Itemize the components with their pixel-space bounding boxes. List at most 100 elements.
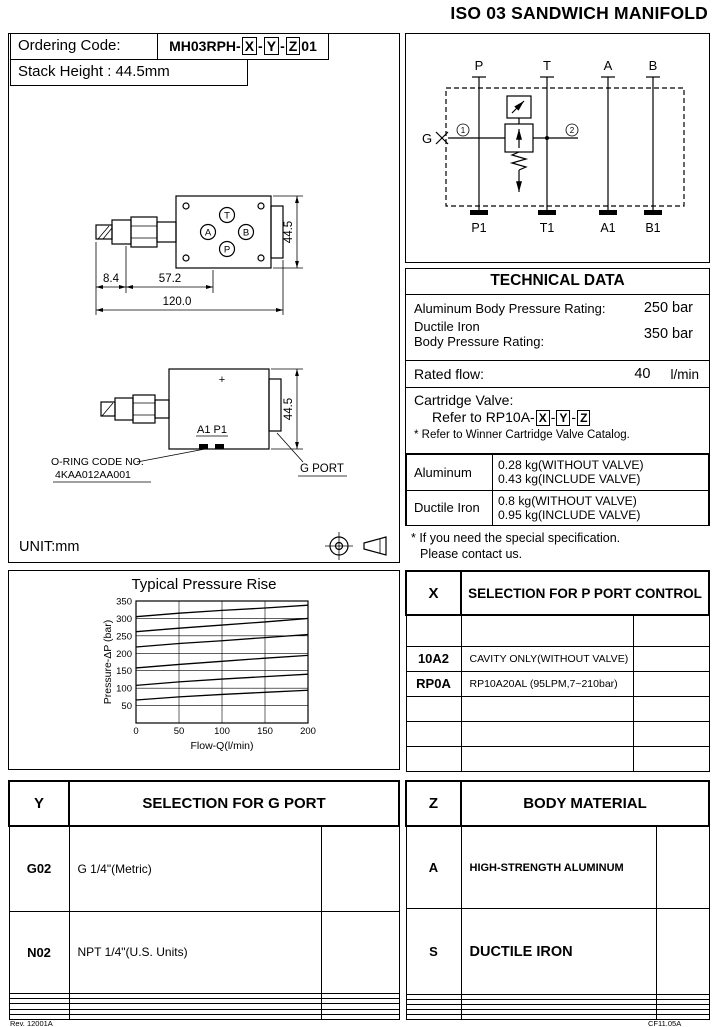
svg-text:150: 150: [257, 726, 273, 737]
port-label-p: P: [224, 245, 230, 256]
weight-value: 0.95 kg(INCLUDE VALVE): [498, 507, 641, 522]
option-code-cell: G02: [8, 825, 70, 912]
option-extra-cell: [655, 908, 710, 995]
option-desc-cell: [460, 695, 634, 722]
schem-port-p: P: [475, 58, 484, 73]
schem-node-2: 2: [570, 126, 575, 135]
svg-text:50: 50: [174, 726, 185, 737]
table-row: [405, 720, 710, 747]
option-code-cell: RP0A: [405, 670, 462, 697]
y-table-title: SELECTION FOR G PORT: [68, 780, 400, 827]
port-label-a: A: [205, 228, 212, 239]
svg-text:Flow-Q(l/min): Flow-Q(l/min): [191, 740, 254, 752]
option-extra-cell: [655, 825, 710, 910]
cartridge-refer-code: Refer to RP10A-X-Y-Z: [414, 409, 701, 426]
option-extra-cell: [655, 1013, 710, 1021]
hydraulic-schematic: P T A B P1 T1 A1 B1 G 1: [422, 58, 685, 235]
table-row: [8, 1013, 400, 1021]
svg-text:0: 0: [133, 726, 138, 737]
svg-text:250: 250: [116, 631, 132, 642]
weight-material: Aluminum: [406, 454, 493, 491]
dim-44-5-front: 44.5: [283, 398, 295, 420]
weight-value: 0.28 kg(WITHOUT VALVE): [498, 458, 644, 473]
schem-port-b1: B1: [645, 221, 660, 235]
option-desc-cell: CAVITY ONLY(WITHOUT VALVE): [460, 645, 634, 672]
option-desc-cell: [68, 1013, 322, 1021]
aluminum-pressure-value: 250 bar: [643, 300, 693, 316]
doc-code: CF11.05A: [648, 1019, 682, 1027]
aluminum-pressure-label: Aluminum Body Pressure Rating:: [414, 300, 606, 316]
table-row: Ductile Iron 0.8 kg(WITHOUT VALVE) 0.95 …: [406, 489, 709, 526]
table-row: Aluminum 0.28 kg(WITHOUT VALVE) 0.43 kg(…: [406, 454, 709, 491]
cartridge-z-box: Z: [577, 410, 591, 426]
svg-text:200: 200: [116, 649, 132, 660]
cartridge-valve-section: Cartridge Valve: Refer to RP10A-X-Y-Z * …: [406, 388, 709, 454]
port-label-b: B: [243, 228, 249, 239]
cartridge-x-box: X: [535, 410, 550, 426]
dim-8-4: 8.4: [103, 273, 120, 285]
option-extra-cell: [632, 614, 710, 647]
cartridge-y-box: Y: [556, 410, 571, 426]
code-z-box: Z: [285, 37, 301, 55]
table-row: [405, 745, 710, 772]
ductile-pressure-value: 350 bar: [643, 326, 693, 342]
g-port-label: G PORT: [300, 463, 344, 475]
cartridge-note: * Refer to Winner Cartridge Valve Catalo…: [414, 429, 630, 441]
schem-port-a1: A1: [600, 221, 615, 235]
top-view-drawing: T A B P: [95, 195, 284, 269]
revision-note: Rev. 12001A: [10, 1019, 53, 1027]
special-note: * If you need the special specification.…: [411, 531, 621, 561]
option-code-cell: 10A2: [405, 645, 462, 672]
schem-node-1: 1: [461, 126, 466, 135]
code-suffix: 01: [301, 38, 317, 54]
schem-port-p1: P1: [471, 221, 486, 235]
option-code-cell: [405, 720, 462, 747]
technical-data-title: TECHNICAL DATA: [406, 269, 709, 295]
option-code-cell: [405, 1013, 462, 1021]
rated-flow-unit: l/min: [670, 366, 699, 382]
option-extra-cell: [632, 720, 710, 747]
hydraulic-schematic-panel: P T A B P1 T1 A1 B1 G 1: [405, 33, 710, 263]
option-desc-cell: HIGH-STRENGTH ALUMINUM: [460, 825, 657, 910]
unit-label: UNIT:mm: [19, 539, 80, 555]
projection-symbol-icon: [325, 532, 387, 560]
rated-flow-section: Rated flow: 40 l/min: [406, 361, 709, 388]
schem-port-t: T: [543, 58, 551, 73]
oring-code-line2: 4KAA012AA001: [55, 469, 131, 481]
svg-text:350: 350: [116, 597, 132, 608]
drawing-panel: T A B P 44.5 8.4 57.2: [8, 33, 400, 563]
svg-text:50: 50: [121, 701, 132, 712]
technical-drawings: T A B P 44.5 8.4 57.2: [51, 195, 387, 560]
option-desc-cell: [460, 720, 634, 747]
schem-port-a: A: [604, 58, 613, 73]
y-table-code: Y: [8, 780, 70, 827]
code-prefix: MH03RPH-: [169, 38, 241, 54]
ordering-code-label: Ordering Code:: [10, 33, 158, 60]
option-desc-cell: DUCTILE IRON: [460, 908, 657, 995]
option-extra-cell: [320, 910, 400, 995]
option-desc-cell: G 1/4"(Metric): [68, 825, 322, 912]
dim-120-0: 120.0: [163, 296, 192, 308]
manifold-boundary: [445, 87, 685, 207]
option-extra-cell: [320, 1013, 400, 1021]
option-code-cell: [405, 745, 462, 772]
option-code-cell: A: [405, 825, 462, 910]
dim-44-5-top: 44.5: [283, 221, 295, 243]
z-table-title: BODY MATERIAL: [460, 780, 710, 827]
option-extra-cell: [632, 645, 710, 672]
stack-height-label: Stack Height : 44.5mm: [10, 59, 248, 86]
weight-material: Ductile Iron: [406, 489, 493, 526]
option-code-cell: [405, 695, 462, 722]
chart-title: Typical Pressure Rise: [131, 576, 277, 593]
option-desc-cell: NPT 1/4"(U.S. Units): [68, 910, 322, 995]
